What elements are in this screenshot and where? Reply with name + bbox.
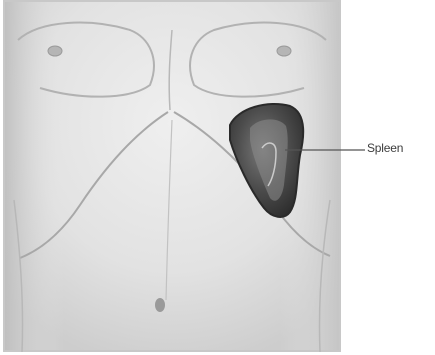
left-nipple [48, 46, 62, 56]
spleen-label: Spleen [367, 141, 403, 155]
navel [155, 298, 165, 312]
right-nipple [277, 46, 291, 56]
